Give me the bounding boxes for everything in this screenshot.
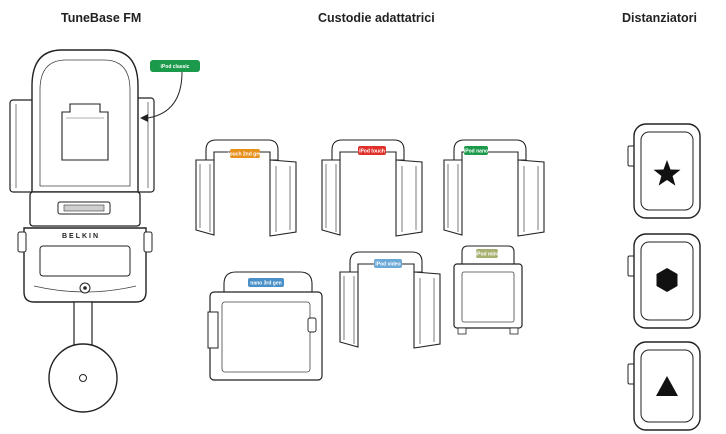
- case-label: iPod mini: [476, 252, 499, 258]
- case-label: nano 3rd gen: [250, 281, 281, 287]
- case-label: touch 2nd gen: [228, 152, 262, 158]
- display-panel: [39, 245, 131, 277]
- triangle-icon: [656, 376, 678, 396]
- heading-cases: Custodie adattatrici: [318, 11, 435, 25]
- case-label-bg: [374, 259, 402, 268]
- brand-label: BELKIN: [62, 233, 100, 240]
- case-ipod-mini: iPod mini: [453, 245, 523, 335]
- case-label-bg: [476, 249, 498, 258]
- left-grip: [9, 99, 35, 193]
- case-label-bg: [464, 146, 488, 155]
- case-label: iPod touch: [359, 149, 385, 155]
- arrow-icon: [140, 114, 148, 122]
- tunebase-device: BELKIN iPod classic: [9, 49, 200, 413]
- dock-connector: [63, 204, 105, 212]
- case-ipod-video: iPod video: [339, 251, 441, 349]
- heading-device: TuneBase FM: [61, 11, 142, 25]
- adapter-cases: touch 2nd gen iPod touch iPod nano nano …: [195, 139, 545, 381]
- star-icon: [653, 160, 681, 186]
- case-touch-2nd-gen: touch 2nd gen: [195, 139, 297, 237]
- case-label-bg: [358, 146, 386, 155]
- case-ipod-nano: iPod nano: [443, 139, 545, 237]
- spacer-hexagon: [627, 233, 701, 329]
- heading-spacers: Distanziatori: [622, 11, 698, 25]
- case-label-bg: [248, 278, 284, 287]
- spacers: [627, 123, 701, 431]
- hexagon-icon: [656, 268, 678, 292]
- ipod-recess: [61, 103, 109, 161]
- case-label-bg: [230, 149, 260, 158]
- case-label: iPod video: [375, 262, 400, 268]
- spacer-triangle: [627, 341, 701, 431]
- callout-label-bg: [150, 60, 200, 72]
- callout-pointer: [147, 71, 183, 119]
- case-nano-3rd-gen: nano 3rd gen: [207, 271, 323, 381]
- spacer-star: [627, 123, 701, 219]
- case-ipod-touch: iPod touch: [321, 139, 423, 237]
- case-label: iPod nano: [464, 149, 488, 155]
- callout-label: iPod classic: [161, 64, 190, 70]
